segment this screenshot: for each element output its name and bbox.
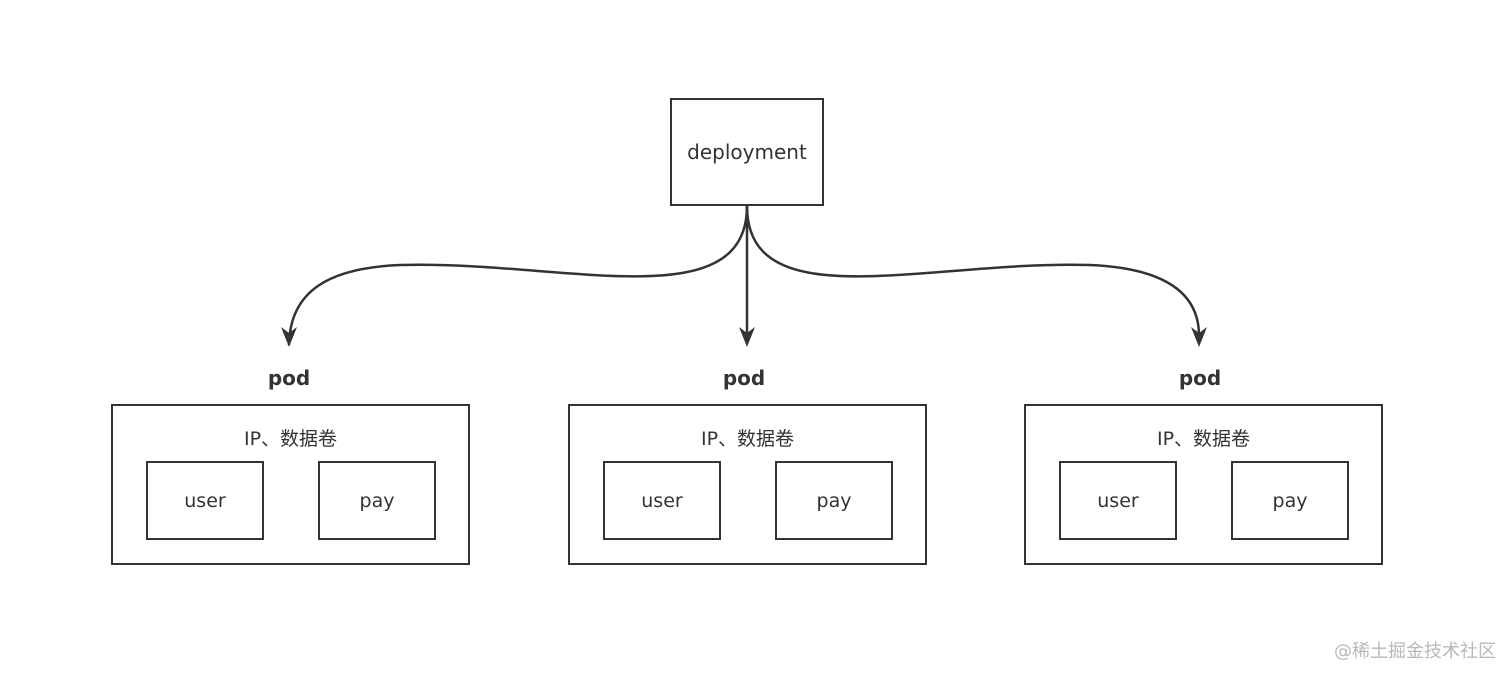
arrow-to-pod-3 [745, 205, 1201, 335]
pod-1-container-user: user [146, 461, 264, 540]
arrow-to-pod-1 [287, 205, 749, 346]
watermark-text: @稀土掘金技术社区 [1334, 641, 1496, 662]
pod-3-container-user: user [1059, 461, 1177, 540]
pod-3-title: pod [1178, 366, 1222, 390]
pod-2-container-pay-label: pay [816, 489, 852, 512]
pod-1-resources: IP、数据卷 [243, 428, 338, 450]
pod-1-title: pod [267, 366, 311, 390]
pod-2-container-user-label: user [641, 489, 683, 512]
pod-3-container-pay-label: pay [1272, 489, 1308, 512]
deployment-node: deployment [670, 98, 824, 206]
deployment-label: deployment [687, 140, 807, 164]
pod-2-container-user: user [603, 461, 721, 540]
pod-2-resources: IP、数据卷 [700, 428, 795, 450]
pod-1-container-pay: pay [318, 461, 436, 540]
pod-2-title: pod [722, 366, 766, 390]
pod-3-container-pay: pay [1231, 461, 1349, 540]
pod-1-container-user-label: user [184, 489, 226, 512]
pod-1-container-pay-label: pay [359, 489, 395, 512]
pod-2: IP、数据卷 user pay [568, 404, 927, 565]
pod-3: IP、数据卷 user pay [1024, 404, 1383, 565]
arrow-head-pod-1 [281, 327, 297, 347]
arrow-head-pod-2 [739, 327, 755, 347]
pod-3-resources: IP、数据卷 [1156, 428, 1251, 450]
pod-3-container-user-label: user [1097, 489, 1139, 512]
pod-2-container-pay: pay [775, 461, 893, 540]
arrow-head-pod-3 [1191, 327, 1207, 347]
pod-1: IP、数据卷 user pay [111, 404, 470, 565]
